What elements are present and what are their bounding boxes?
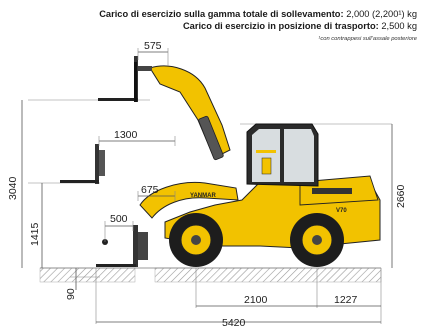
fork-raised: [98, 56, 152, 102]
caption-working-load-transport: Carico di esercizio in posizione di tras…: [183, 21, 417, 31]
dim-label-2100: 2100: [244, 294, 268, 306]
lift-cylinder: [198, 115, 224, 161]
dim-label-3040: 3040: [7, 176, 19, 200]
arm-brand-label: YANMAR: [190, 193, 216, 199]
hood-grille: [312, 188, 352, 194]
caption-transport-label: Carico di esercizio in posizione di tras…: [182, 21, 379, 31]
cab-stripe: [256, 150, 276, 153]
caption-full-range-value: 2,000 (2,200¹) kg: [346, 9, 417, 19]
model-label: V70: [336, 208, 347, 214]
dim-label-500: 500: [110, 213, 128, 225]
dim-label-1415: 1415: [29, 222, 41, 246]
dim-label-575: 575: [144, 40, 162, 52]
caption-footnote: ¹con contrappesi sull’assale posteriore: [318, 36, 417, 42]
operator-seat: [261, 157, 272, 175]
cab-window-front: [252, 129, 280, 182]
rear-wheel: [290, 213, 344, 267]
ground-hatch-right: [154, 267, 382, 283]
fork-lowered: [96, 225, 148, 267]
caption-transport-value: 2,500 kg: [381, 21, 417, 31]
front-wheel: [169, 213, 223, 267]
dim-label-1300: 1300: [114, 129, 138, 141]
dim-label-90: 90: [65, 288, 77, 300]
wheel-loader: YANMAR V70: [60, 56, 381, 267]
ground-hatch-left: [39, 267, 136, 283]
caption-working-load-full-range: Carico di esercizio sulla gamma totale d…: [99, 9, 417, 19]
arm-lowered: [139, 181, 239, 219]
dim-label-2660: 2660: [395, 184, 407, 208]
cab-window-side: [284, 129, 314, 182]
dim-label-1227: 1227: [334, 294, 358, 306]
dim-label-5420: 5420: [222, 317, 246, 326]
fork-mid: [60, 144, 105, 184]
dim-label-675: 675: [141, 184, 159, 196]
caption-full-range-label: Carico di esercizio sulla gamma totale d…: [99, 9, 344, 19]
